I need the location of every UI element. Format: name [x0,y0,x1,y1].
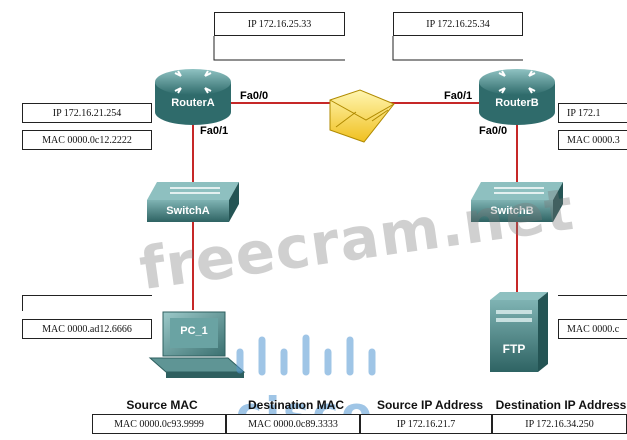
routerA-fa01-ip-box: IP 172.16.21.254 [22,103,152,123]
routerB-fa00-mac-box: MAC 0000.3 [558,130,627,150]
header-destination-mac: Destination MAC [248,398,344,412]
switchB-label: SwitchB [490,205,534,217]
pc-icon [148,311,246,378]
pc-mac-box: MAC 0000.ad12.6666 [22,319,152,339]
router-icon [155,69,231,125]
routerA-fa01-mac-box: MAC 0000.0c12.2222 [22,130,152,150]
iface-routerA-fa00: Fa0/0 [240,90,269,102]
header-destination-ip: Destination IP Address [495,398,627,412]
switch-icon [471,182,563,222]
header-source-mac: Source MAC [126,398,198,412]
switchA-label: SwitchA [166,205,210,217]
value-destination-ip: IP 172.16.34.250 [492,414,627,434]
routerA-label: RouterA [171,97,215,109]
iface-routerB-fa01: Fa0/1 [444,90,473,102]
value-source-mac: MAC 0000.0c93.9999 [92,414,226,434]
header-source-ip: Source IP Address [376,398,484,412]
ftp-ip-bracket [558,295,627,311]
value-destination-mac: MAC 0000.0c89.3333 [226,414,360,434]
envelope-icon [329,89,395,143]
bracket-line [392,36,523,61]
value-source-ip: IP 172.16.21.7 [360,414,492,434]
pc-ip-bracket [22,295,152,311]
router-icon [479,69,555,125]
server-icon [490,292,548,372]
routerB-fa01-ip-box: IP 172.16.25.34 [393,12,523,36]
iface-routerA-fa01: Fa0/1 [200,125,229,137]
routerB-label: RouterB [495,97,539,109]
routerA-fa00-ip-box: IP 172.16.25.33 [214,12,345,36]
switch-icon [147,182,239,222]
iface-routerB-fa00: Fa0/0 [479,125,508,137]
ftp-mac-box: MAC 0000.c [558,319,627,339]
bracket-line [213,36,345,61]
pc-label: PC_1 [180,325,208,337]
ftp-label: FTP [502,342,526,356]
routerB-fa00-ip-box: IP 172.1 [558,103,627,123]
